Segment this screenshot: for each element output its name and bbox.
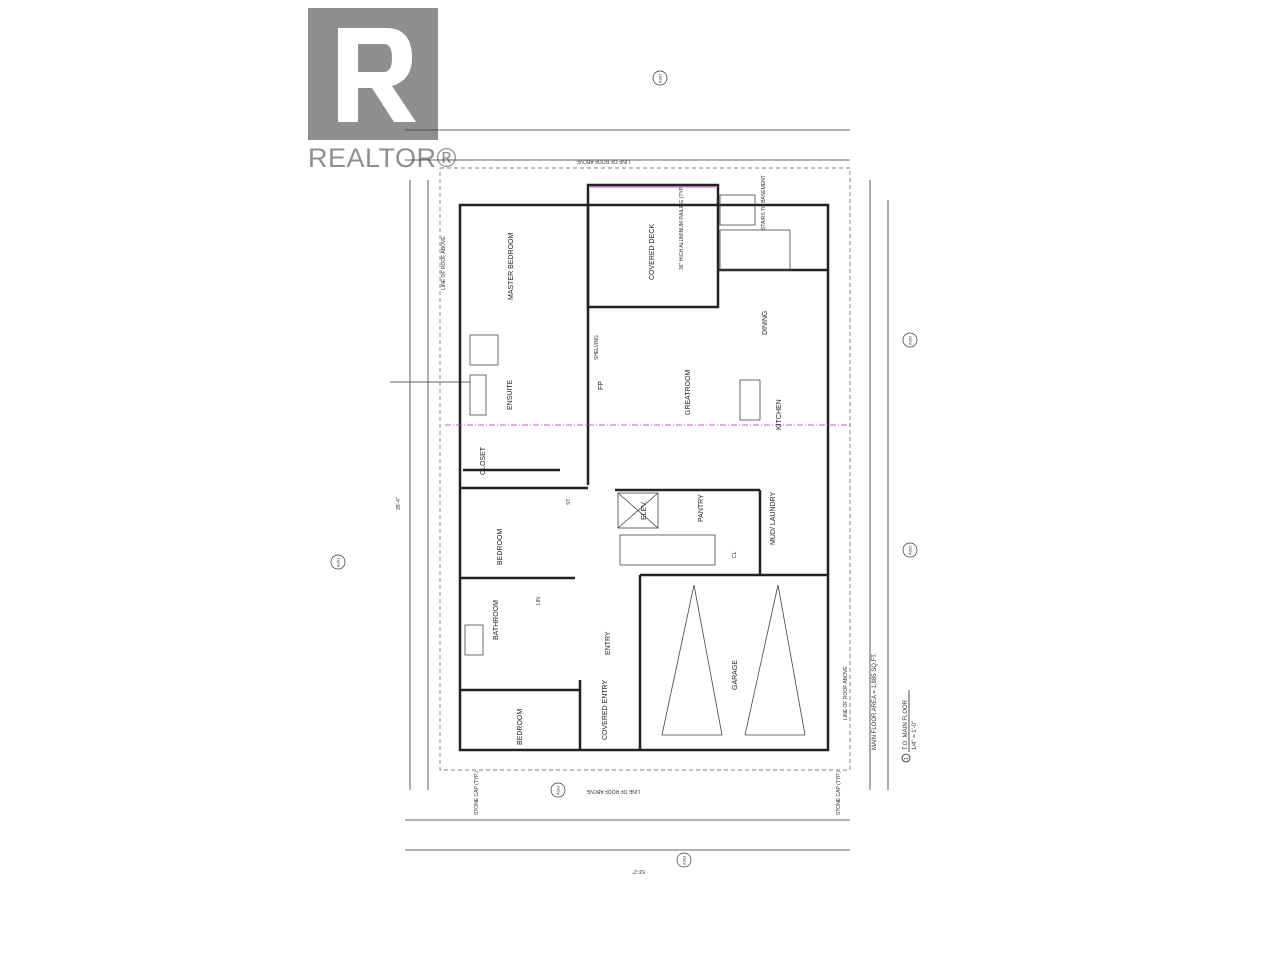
room-fireplace: FP [598,381,605,390]
roof-note-top: LINE OF ROOF ABOVE [576,158,630,164]
room-master-bedroom: MASTER BEDROOM [508,233,515,300]
stairs-note: STAIRS TO BASEMENT [761,175,767,230]
title-marker-circle [901,753,911,763]
realtor-logo [308,8,438,140]
section-tag: A302 [908,545,913,555]
title-marker: 1 [904,757,910,760]
section-tag: A301 [336,557,341,567]
room-covered-entry: COVERED ENTRY [602,680,609,740]
room-greatroom: GREATROOM [685,369,692,415]
plan-notes: LINE OF ROOF ABOVE LINE OF ROOF ABOVE LI… [396,158,849,874]
drawing-title: MAIN FLOOR AREA = 1,885 SQ.FT. 1 T.O. MA… [872,653,918,763]
room-mud-laundry: MUD/ LAUNDRY [770,492,777,545]
drawing-name: T.O. MAIN FLOOR [903,699,909,750]
room-garage: GARAGE [732,660,739,690]
room-linen: LIN. [536,596,542,605]
realtor-wordmark: REALTOR® [308,143,457,173]
room-covered-deck: COVERED DECK [649,224,656,280]
room-kitchen: KITCHEN [776,399,783,430]
room-entry: ENTRY [605,631,612,655]
room-dining: DINING [762,311,769,336]
drawing-scale: 1/4" = 1'-0" [912,721,918,750]
roof-note-right: LINE OF ROOF ABOVE [843,666,849,720]
room-bathroom: BATHROOM [493,600,500,640]
room-closet-cl: CL [732,551,738,558]
beam-lines [445,186,850,426]
stone-cap-left: STONE CAP (TYP.) [474,771,480,815]
section-tag: A301 [658,73,663,83]
room-pantry: PANTRY [698,494,705,522]
room-labels: MASTER BEDROOM COVERED DECK DINING GREAT… [480,224,783,745]
floor-area: MAIN FLOOR AREA = 1,885 SQ.FT. [872,653,878,750]
room-ensuite: ENSUITE [507,379,514,410]
room-bedroom-1: BEDROOM [497,529,504,565]
section-tag: A303 [556,785,561,795]
room-bedroom-2: BEDROOM [517,709,524,745]
room-closet: CLOSET [480,446,487,475]
railing-note: 36" HIGH ALUMINUM RAILING (TYP.) [679,184,685,270]
garage-doors [464,334,806,736]
room-storage: ST. [566,498,572,505]
section-tag: A302 [908,335,913,345]
roof-note-bottom: LINE OF ROOF ABOVE [586,788,640,794]
room-shelving: SHELVING [594,335,600,360]
overall-width: 53'-2" [632,868,645,874]
realtor-r-icon [338,28,416,122]
roof-note-left: LINE OF ROOF ABOVE [441,236,447,290]
dimension-lines [390,129,889,851]
section-tag: A303 [682,855,687,865]
stairs [617,194,791,566]
stone-cap-right: STONE CAP (TYP.) [836,771,842,815]
overall-depth: 35'-4" [396,497,402,510]
section-tags: A301 A301 A302 A302 A303 A303 [330,70,918,868]
walls [458,183,830,752]
room-elevator: ELEV. [641,501,648,520]
roof-lines [439,167,851,771]
